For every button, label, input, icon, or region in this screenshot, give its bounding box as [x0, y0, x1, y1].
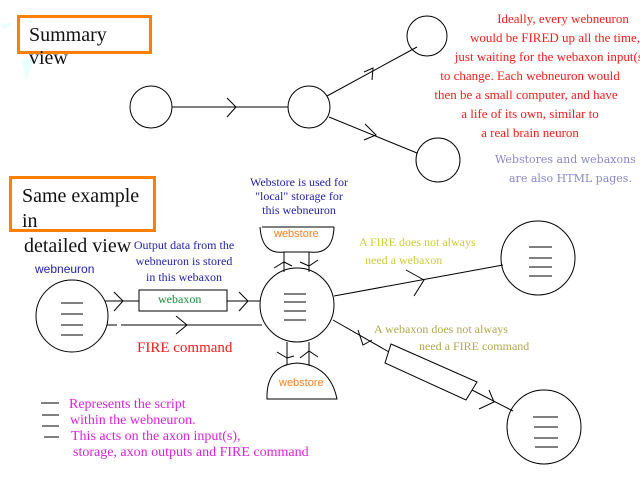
webneuron-left [35, 279, 109, 353]
fire-command-label: FIRE command [137, 340, 233, 356]
note-line: to change. Each webneuron would [440, 68, 620, 83]
summary-connection [326, 46, 418, 97]
webneuron-label: webneuron [35, 262, 95, 276]
artifact-mark [22, 58, 36, 80]
detailed-view-title-line: detailed view [24, 235, 132, 257]
note-line: Ideally, every webneuron [497, 11, 629, 26]
note-line: need a FIRE command [419, 339, 530, 353]
script-icon [533, 416, 558, 448]
arrow-icon [357, 329, 373, 346]
note-line: A webaxon does not always [374, 322, 508, 336]
webstore-bottom-label: webstore [279, 377, 324, 389]
summary-connection [328, 116, 418, 154]
note-line: need a webaxon [365, 253, 443, 267]
webaxon-label: webaxon [158, 292, 202, 306]
arrow-icon [299, 350, 319, 359]
arrow-icon [113, 291, 124, 312]
note-output-data: Output data from the webneuron is stored… [124, 237, 244, 285]
note-webaxon-no-fire: A webaxon does not always need a FIRE co… [374, 321, 529, 355]
note-always-fired: Ideally, every webneuron would be FIRED … [434, 9, 640, 142]
axon-line [471, 389, 514, 412]
arrow-icon [405, 269, 425, 297]
legend-line: Represents the script [69, 397, 186, 412]
note-line: a life of its own, similar to [461, 106, 599, 121]
arrow-icon [299, 259, 319, 267]
detailed-view-title: Same example in detailed view [9, 176, 156, 257]
note-line: then be a small computer, and have [434, 87, 618, 102]
arrow-icon [273, 261, 293, 269]
arrow-icon [363, 123, 377, 141]
note-line: Webstores and webaxons [495, 153, 636, 166]
note-line: are also HTML pages. [509, 172, 632, 185]
arrow-icon [238, 291, 249, 312]
arrow-icon [175, 315, 188, 335]
webstore-top-shape [259, 226, 335, 253]
note-line: "local" storage for [255, 189, 343, 203]
summary-neuron-center [287, 85, 331, 129]
note-line: in this webaxon [146, 270, 222, 284]
webneuron-center [259, 267, 335, 343]
note-line: would be FIRED up all the time, [469, 30, 640, 45]
note-line: Webstore is used for [249, 175, 348, 189]
note-html-pages: Webstores and webaxons are also HTML pag… [495, 150, 636, 188]
script-icon [61, 302, 83, 336]
legend-script-description: Represents the script within the webneur… [69, 397, 309, 461]
webstore-bottom-shape [266, 362, 338, 400]
fire-line [333, 264, 504, 297]
legend-script-icon [41, 402, 59, 438]
script-icon [529, 246, 552, 277]
legend-line: within the webneuron. [70, 413, 196, 428]
webaxon-box-diagonal [384, 343, 478, 401]
webneuron-upper-right [500, 220, 576, 296]
webneuron-lower-right [506, 389, 582, 465]
arrow-icon [363, 67, 374, 81]
summary-neuron-output-bottom [415, 137, 461, 183]
note-fire-no-webaxon: A FIRE does not always need a webaxon [359, 233, 476, 269]
summary-view-title: Summary view [17, 15, 152, 69]
note-line: Output data from the [133, 238, 235, 252]
arrow-icon [226, 97, 237, 118]
legend-line: This acts on the axon input(s), [71, 429, 241, 444]
axon-line [332, 319, 390, 353]
note-line: this webneuron [262, 203, 336, 217]
summary-view-title-text: Summary view [29, 24, 107, 69]
artifact-mark [0, 22, 14, 30]
note-line: a real brain neuron [481, 125, 579, 140]
script-icon [284, 293, 306, 321]
note-line: A FIRE does not always [359, 235, 476, 249]
arrow-icon [478, 389, 495, 410]
note-line: webneuron is stored [135, 254, 233, 268]
summary-neuron-input [129, 85, 173, 129]
summary-neuron-output-top [406, 15, 448, 57]
note-webstore-usage: Webstore is used for "local" storage for… [243, 175, 355, 217]
webstore-top-label: webstore [274, 228, 319, 240]
detailed-view-title-line: Same example in [22, 185, 140, 232]
arrow-icon [276, 351, 295, 359]
legend-line: storage, axon outputs and FIRE command [73, 445, 309, 460]
note-line: just waiting for the webaxon input(s) [454, 49, 640, 64]
